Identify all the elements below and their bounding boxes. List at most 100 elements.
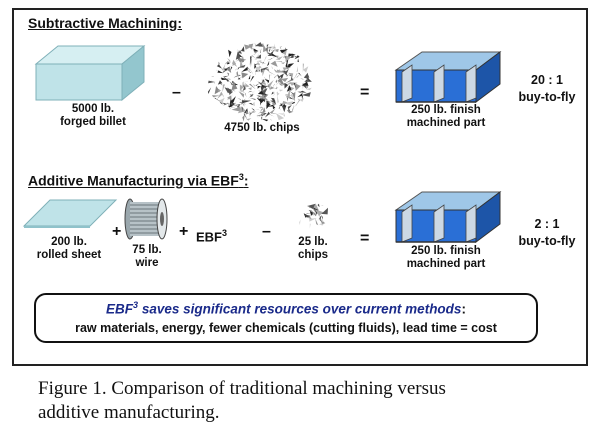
chip-fragment bbox=[302, 63, 304, 73]
chip-fragment bbox=[295, 83, 301, 91]
wire-spool-image bbox=[124, 198, 168, 240]
chip-fragment bbox=[276, 69, 286, 73]
chip-fragment bbox=[266, 96, 273, 99]
chip-fragment bbox=[243, 102, 245, 107]
equals-sign: = bbox=[360, 84, 370, 101]
chip-fragment bbox=[262, 114, 267, 117]
equals-sign-2: = bbox=[360, 230, 370, 247]
chip-fragment bbox=[242, 114, 245, 122]
chip-fragment bbox=[287, 74, 292, 76]
chip-fragment bbox=[256, 63, 260, 66]
chip-fragment bbox=[277, 77, 285, 85]
chip-fragment bbox=[267, 50, 274, 56]
small-chips-label: 25 lb.chips bbox=[297, 236, 329, 261]
chip-fragment bbox=[279, 49, 288, 54]
chip-fragment bbox=[253, 92, 256, 95]
chip-fragment bbox=[247, 67, 252, 71]
chip-fragment bbox=[262, 107, 266, 113]
plus-sign-2: + bbox=[179, 223, 189, 240]
chip-fragment bbox=[237, 64, 246, 68]
chip-fragment bbox=[282, 54, 284, 56]
chip-fragment bbox=[272, 94, 275, 98]
chip-fragment bbox=[257, 61, 259, 64]
chip-fragment bbox=[270, 60, 278, 67]
chip-fragment bbox=[242, 84, 246, 91]
chip-fragment bbox=[225, 78, 231, 80]
chip-fragment bbox=[214, 86, 220, 95]
chip-fragment bbox=[296, 66, 298, 72]
chip-fragment bbox=[304, 78, 307, 83]
chip-fragment bbox=[289, 82, 298, 86]
chip-fragment bbox=[305, 85, 309, 89]
chip-fragment bbox=[256, 80, 259, 82]
chip-fragment bbox=[225, 61, 231, 64]
chip-fragment bbox=[257, 94, 260, 100]
chip-fragment bbox=[207, 87, 212, 94]
chip-fragment bbox=[313, 203, 320, 211]
chip-fragment bbox=[270, 48, 273, 51]
chip-fragment bbox=[290, 93, 296, 101]
chip-fragment bbox=[237, 97, 242, 101]
chip-fragment bbox=[253, 84, 258, 87]
chip-fragment bbox=[276, 92, 280, 96]
chip-fragment bbox=[274, 43, 277, 52]
chip-fragment bbox=[238, 52, 242, 60]
chip-fragment bbox=[244, 83, 250, 88]
sheet-label: 200 lb.rolled sheet bbox=[36, 236, 102, 261]
chips-label: 4750 lb. chips bbox=[224, 122, 300, 134]
chip-fragment bbox=[296, 73, 301, 79]
chip-fragment bbox=[271, 66, 273, 69]
chip-fragment bbox=[220, 83, 223, 86]
chip-fragment bbox=[308, 209, 312, 213]
chip-fragment bbox=[301, 92, 311, 97]
chip-fragment bbox=[317, 203, 320, 208]
chip-fragment bbox=[266, 60, 270, 67]
chip-fragment bbox=[245, 92, 247, 98]
chip-fragment bbox=[281, 50, 287, 56]
chip-fragment bbox=[251, 55, 256, 59]
chip-fragment bbox=[258, 66, 263, 69]
chip-fragment bbox=[264, 93, 266, 98]
chip-fragment bbox=[233, 75, 239, 78]
chip-fragment bbox=[271, 56, 275, 59]
chip-fragment bbox=[250, 76, 255, 83]
chip-fragment bbox=[267, 47, 272, 49]
chip-fragment bbox=[255, 54, 259, 58]
chip-fragment bbox=[256, 94, 261, 97]
chip-fragment bbox=[222, 76, 229, 82]
chip-fragment bbox=[287, 105, 292, 110]
chip-fragment bbox=[248, 87, 252, 91]
chip-fragment bbox=[275, 79, 278, 84]
chip-fragment bbox=[217, 70, 224, 74]
chip-fragment bbox=[287, 107, 291, 109]
chip-fragment bbox=[273, 73, 280, 79]
chip-fragment bbox=[299, 98, 304, 102]
chip-fragment bbox=[303, 66, 309, 73]
chip-fragment bbox=[227, 98, 234, 100]
chip-fragment bbox=[277, 55, 280, 58]
chip-fragment bbox=[283, 101, 294, 106]
chip-fragment bbox=[289, 96, 295, 100]
chip-fragment bbox=[269, 74, 271, 82]
chip-fragment bbox=[314, 209, 324, 216]
chip-fragment bbox=[289, 91, 295, 95]
chip-fragment bbox=[266, 58, 273, 61]
chip-fragment bbox=[257, 86, 261, 89]
chip-fragment bbox=[261, 89, 265, 91]
chip-fragment bbox=[217, 90, 221, 93]
chip-fragment bbox=[232, 102, 237, 105]
chip-fragment bbox=[231, 81, 233, 85]
chip-fragment bbox=[260, 85, 266, 92]
chip-fragment bbox=[256, 60, 262, 63]
chip-fragment bbox=[213, 81, 216, 85]
chip-fragment bbox=[224, 87, 233, 94]
chip-fragment bbox=[286, 81, 290, 85]
chip-fragment bbox=[232, 60, 238, 67]
chip-fragment bbox=[275, 81, 280, 87]
chip-fragment bbox=[279, 83, 286, 86]
chip-fragment bbox=[261, 94, 269, 101]
chip-fragment bbox=[229, 90, 234, 95]
chip-fragment bbox=[296, 103, 298, 106]
